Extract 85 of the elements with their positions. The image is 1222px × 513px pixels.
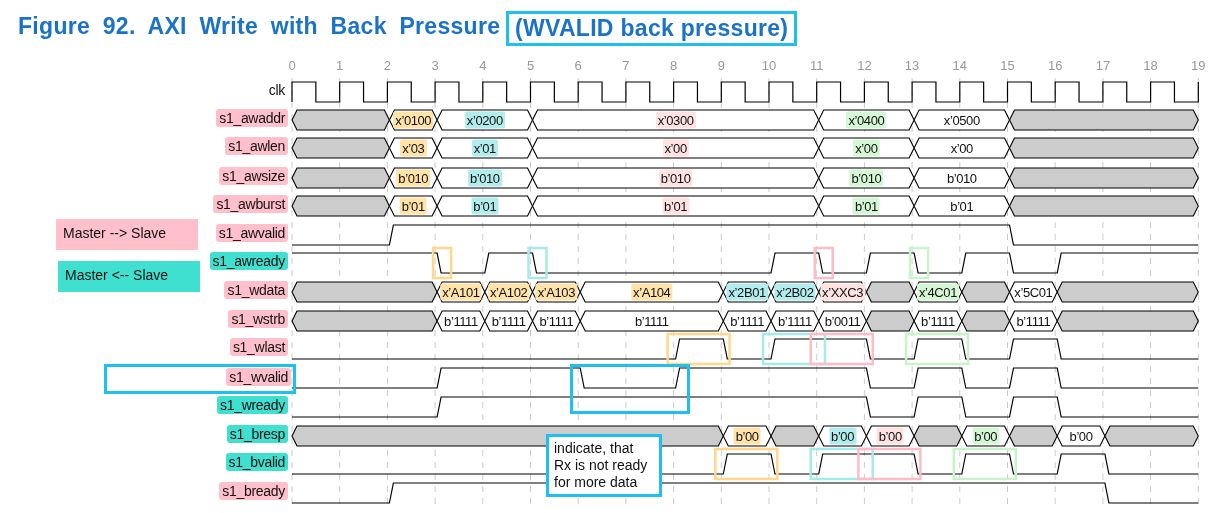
tick-label: 5 [526,58,535,73]
signal-name: s1_awaddr [216,109,288,127]
signal-name: clk [267,81,286,99]
bus-value: b’010 [396,169,431,187]
bus-value: b’0011 [823,312,862,330]
bus-value: x’01 [471,139,498,157]
bus-value: x’0200 [464,111,505,129]
tick-label: 10 [761,58,777,73]
legend-text: Master <-- Slave [65,267,169,283]
bus-value: b’1111 [443,312,479,330]
bus-value: b’01 [949,197,975,215]
tick-label: 1 [336,58,344,73]
signal-name: s1_bvalid [225,453,288,471]
highlight-box [104,364,296,394]
bus-value: b’1111 [920,312,956,330]
bus-value: b’00 [972,427,1000,445]
bus-value: b’01 [399,197,427,215]
bus-value: b’010 [658,169,693,187]
bus-value: x’0300 [655,111,696,129]
bus-value: x’2B02 [774,283,816,301]
bus-value: b’01 [852,197,880,215]
bus-value: b’00 [1068,427,1094,445]
bus-value: x’5C01 [1013,283,1054,301]
bus-value: x’A104 [631,283,673,301]
bus-value: b’1111 [776,312,813,330]
bus-value: b’00 [829,427,857,445]
highlight-box [570,364,690,414]
signal-name: s1_wlast [229,338,288,356]
tick-label: 7 [622,58,630,73]
tick-label: 18 [1143,58,1158,73]
tick-label: 4 [479,58,487,73]
signal-name: s1_awsize [219,167,288,185]
bus-value: b’010 [849,169,884,187]
bus-value: x’03 [400,139,427,157]
bus-value: b’1111 [1015,312,1052,330]
tick-label: 16 [1047,58,1063,73]
signal-name: s1_wvalid [226,368,291,386]
tick-label: 9 [717,58,725,73]
bus-value: x’00 [949,139,974,157]
signal-name: s1_awvalid [215,224,288,242]
bus-value: x’2B01 [726,283,768,301]
tick-label: 11 [809,58,824,73]
bus-value: b’00 [876,427,904,445]
callout-box: (WVALID back pressure) [506,11,798,46]
signal-name: s1_wready [217,396,288,414]
legend-text: Master --> Slave [63,225,167,241]
bus-value: b’1111 [538,312,575,330]
signal-name: s1_wdata [224,281,288,299]
tick-label: 17 [1095,58,1111,73]
tick-label: 8 [670,58,678,73]
bus-value: x’00 [662,139,689,157]
tick-label: 13 [904,58,920,73]
bus-value: x’0500 [942,111,981,129]
bus-value: x’A103 [535,283,577,301]
tick-label: 2 [383,58,391,73]
bus-value: b’01 [471,197,499,215]
tick-label: 15 [1000,58,1015,73]
bus-value: b’00 [733,427,761,445]
bus-value: x’A101 [440,283,482,301]
tick-label: 12 [857,58,872,73]
signal-name: s1_awlen [225,137,288,155]
bus-value: b’010 [467,169,502,187]
tick-label: 14 [952,58,968,73]
signal-name: s1_awburst [213,195,288,213]
bus-value: x’XXC3 [820,283,865,301]
figure-title: Figure 92. AXI Write with Back Pressure [18,13,501,40]
signal-name: s1_bready [219,482,288,500]
signal-name: s1_wstrb [228,310,288,328]
bus-value: x’4C01 [916,283,959,301]
bus-value: b’1111 [729,312,765,330]
bus-value: b’010 [945,169,978,187]
bus-value: b’1111 [633,312,670,330]
bus-value: b’01 [662,197,690,215]
bus-value: x’0400 [846,111,887,129]
bus-value: x’00 [853,139,880,157]
bus-value: x’A102 [487,283,530,301]
signal-name: s1_bresp [226,425,288,443]
signal-name: s1_awready [209,252,288,270]
tick-label: 19 [1191,58,1206,73]
tick-label: 6 [574,58,582,73]
tick-label: 0 [288,58,296,73]
note-box: indicate, that Rx is not ready for more data [546,434,662,497]
bus-value: b’1111 [490,312,527,330]
bus-value: x’0100 [393,111,434,129]
tick-label: 3 [431,58,439,73]
